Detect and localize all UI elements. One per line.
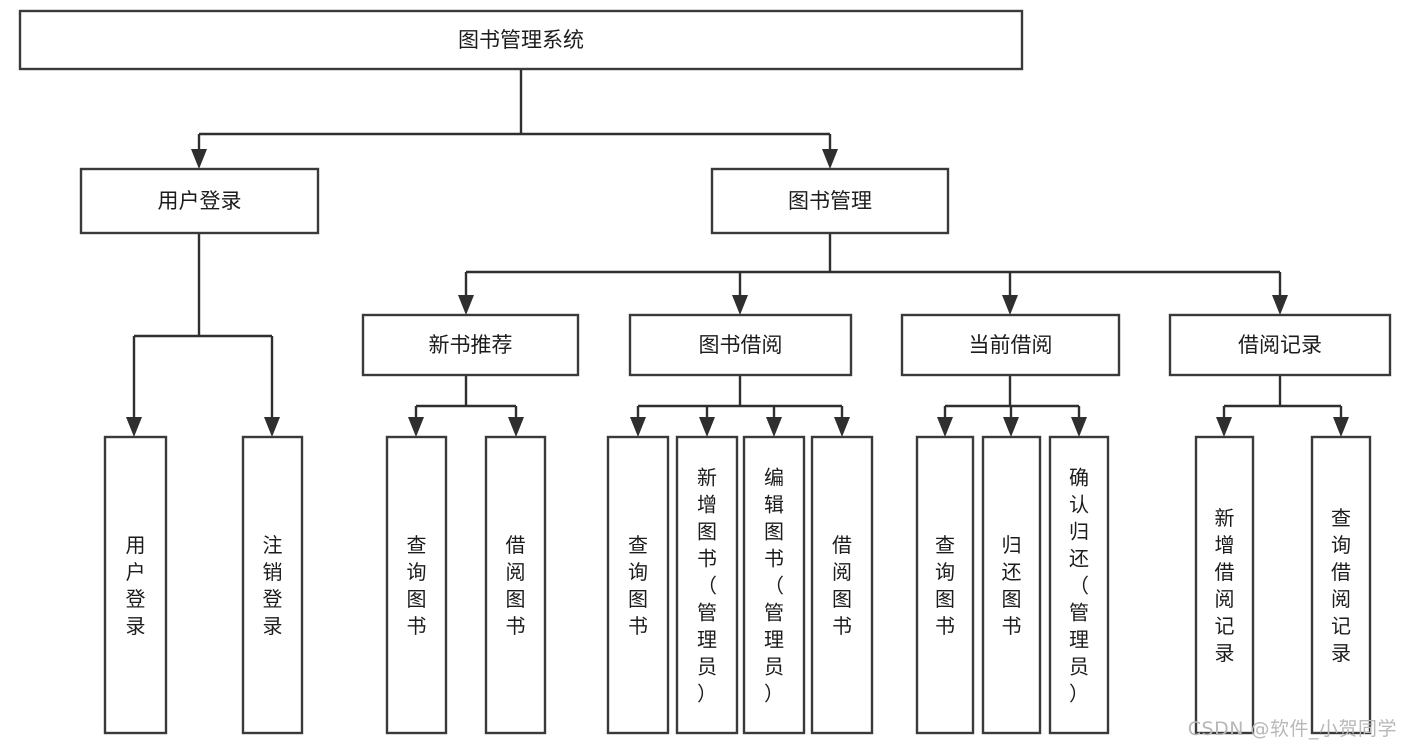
leaf-label: 查询图书 — [935, 533, 955, 638]
leaf-leaf-query-book-current[interactable]: 查询图书 — [915, 435, 975, 735]
arrow-head-icon — [822, 149, 838, 169]
arrow-head-icon — [1333, 417, 1349, 437]
arrow-head-icon — [1272, 295, 1288, 315]
leaf-label: 新增借阅记录 — [1215, 506, 1235, 665]
leaf-label: 用户登录 — [126, 533, 146, 638]
node-layer: 图书管理系统用户登录图书管理新书推荐图书借阅当前借阅借阅记录用户登录注销登录查询… — [18, 9, 1392, 735]
node-book-manage[interactable]: 图书管理 — [710, 167, 950, 235]
node-box — [1310, 435, 1372, 735]
arrow-head-icon — [1216, 417, 1232, 437]
node-box — [810, 435, 874, 735]
node-box — [628, 313, 853, 377]
leaf-leaf-borrow-book-recommend[interactable]: 借阅图书 — [484, 435, 547, 735]
arrow-head-icon — [699, 417, 715, 437]
leaf-leaf-logout-login[interactable]: 注销登录 — [241, 435, 304, 735]
leaf-leaf-add-book-admin[interactable]: 新增图书（管理员） — [675, 435, 739, 735]
node-label: 图书管理 — [788, 189, 872, 213]
arrow-head-icon — [508, 417, 524, 437]
node-box — [18, 9, 1024, 71]
leaf-label: 确认归还（管理员） — [1069, 466, 1089, 706]
node-box — [241, 435, 304, 735]
arrow-head-icon — [937, 417, 953, 437]
node-box — [981, 435, 1042, 735]
node-box — [1194, 435, 1255, 735]
node-box — [361, 313, 580, 377]
arrow-head-icon — [630, 417, 646, 437]
arrow-head-icon — [1003, 417, 1019, 437]
node-box — [484, 435, 547, 735]
node-current-borrow[interactable]: 当前借阅 — [900, 313, 1121, 377]
arrow-head-icon — [264, 417, 280, 437]
node-new-book-recommend[interactable]: 新书推荐 — [361, 313, 580, 377]
leaf-leaf-return-book[interactable]: 归还图书 — [981, 435, 1042, 735]
node-label: 借阅记录 — [1238, 333, 1322, 357]
node-box — [1168, 313, 1392, 377]
leaf-leaf-user-login[interactable]: 用户登录 — [103, 435, 168, 735]
leaf-leaf-confirm-return-admin[interactable]: 确认归还（管理员） — [1048, 435, 1110, 735]
node-box — [1048, 435, 1110, 735]
leaf-leaf-query-borrow-record[interactable]: 查询借阅记录 — [1310, 435, 1372, 735]
node-label: 图书管理系统 — [458, 28, 584, 52]
leaf-label: 注销登录 — [263, 533, 283, 638]
leaf-leaf-query-book-borrow[interactable]: 查询图书 — [606, 435, 670, 735]
leaf-label: 查询图书 — [628, 533, 648, 638]
arrow-head-icon — [458, 295, 474, 315]
node-box — [385, 435, 448, 735]
leaf-label: 借阅图书 — [506, 533, 526, 638]
leaf-leaf-query-book-recommend[interactable]: 查询图书 — [385, 435, 448, 735]
node-box — [103, 435, 168, 735]
leaf-label: 归还图书 — [1002, 533, 1022, 638]
node-box — [606, 435, 670, 735]
node-box — [710, 167, 950, 235]
arrow-head-icon — [408, 417, 424, 437]
leaf-label: 查询图书 — [407, 533, 427, 638]
node-label: 图书借阅 — [699, 333, 783, 357]
node-label: 新书推荐 — [429, 333, 513, 357]
leaf-label: 查询借阅记录 — [1331, 506, 1351, 665]
node-box — [900, 313, 1121, 377]
arrow-head-icon — [766, 417, 782, 437]
arrow-head-icon — [126, 417, 142, 437]
leaf-label: 编辑图书（管理员） — [764, 466, 784, 706]
node-user-login[interactable]: 用户登录 — [79, 167, 320, 235]
leaf-leaf-add-borrow-record[interactable]: 新增借阅记录 — [1194, 435, 1255, 735]
connector-layer — [126, 69, 1349, 437]
node-box — [675, 435, 739, 735]
leaf-label: 新增图书（管理员） — [697, 466, 717, 706]
arrow-head-icon — [1002, 295, 1018, 315]
node-box — [915, 435, 975, 735]
leaf-label: 借阅图书 — [832, 533, 852, 638]
arrow-head-icon — [1071, 417, 1087, 437]
node-box — [79, 167, 320, 235]
arrow-head-icon — [191, 149, 207, 169]
leaf-leaf-edit-book-admin[interactable]: 编辑图书（管理员） — [742, 435, 806, 735]
arrow-head-icon — [834, 417, 850, 437]
arrow-head-icon — [732, 295, 748, 315]
node-box — [742, 435, 806, 735]
node-label: 用户登录 — [158, 189, 242, 213]
node-borrow-record[interactable]: 借阅记录 — [1168, 313, 1392, 377]
node-label: 当前借阅 — [969, 333, 1053, 357]
csdn-watermark: CSDN @软件_小贺同学 — [1187, 718, 1397, 740]
leaf-leaf-borrow-book[interactable]: 借阅图书 — [810, 435, 874, 735]
node-root[interactable]: 图书管理系统 — [18, 9, 1024, 71]
node-book-borrow[interactable]: 图书借阅 — [628, 313, 853, 377]
